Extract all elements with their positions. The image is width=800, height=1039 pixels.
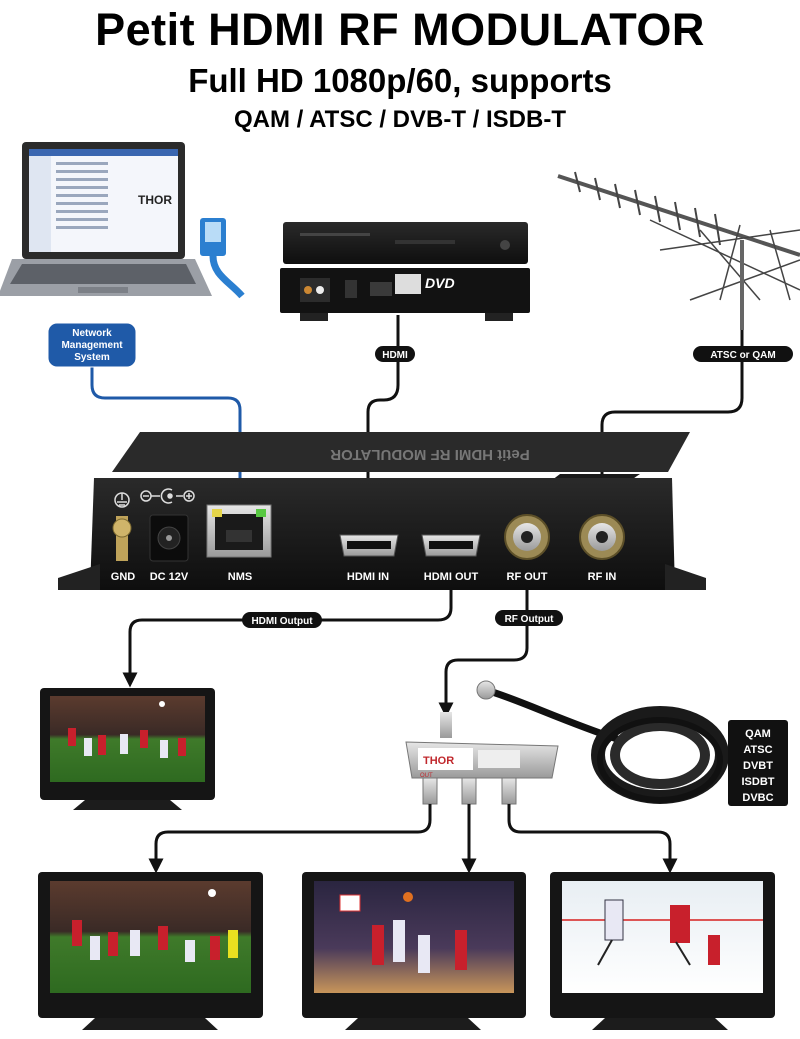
modulator-top-text: Petit HDMI RF MODULATOR [330, 446, 530, 463]
nms-callout-line-3: System [74, 352, 110, 363]
antenna [557, 171, 800, 330]
hdmi-in-port [339, 534, 399, 557]
port-label-hdmi-in: HDMI IN [347, 571, 389, 583]
modulation-dvbc: DVBC [742, 792, 773, 804]
splitter-brand: THOR [423, 755, 454, 767]
antenna-cable [594, 330, 744, 523]
modulation-isdbt: ISDBT [742, 776, 775, 788]
nms-callout-line-1: Network [72, 328, 112, 339]
laptop-brand-logo: THOR [138, 193, 172, 207]
gnd-terminal [112, 516, 132, 561]
svg-text:ATSC or QAM: ATSC or QAM [710, 350, 775, 361]
tv-rf-3 [550, 872, 775, 1030]
rf-modulator: Petit HDMI RF MODULATOR [58, 432, 706, 590]
svg-text:HDMI: HDMI [382, 350, 408, 361]
page-title: Petit HDMI RF MODULATOR [95, 4, 705, 55]
splitter-cable-right [507, 804, 678, 874]
antenna-cable-label: ATSC or QAM [693, 346, 793, 362]
splitter-out-label: OUT [420, 773, 433, 779]
laptop: THOR [0, 142, 212, 296]
rf-output-cable [438, 590, 529, 718]
tv-screen-hockey [562, 881, 763, 993]
nms-cable [90, 360, 248, 523]
port-label-nms: NMS [228, 571, 252, 583]
svg-text:RF Output: RF Output [505, 614, 555, 625]
dc-polarity-icon [140, 488, 195, 504]
modulation-list: QAM ATSC DVBT ISDBT DVBC [728, 720, 788, 806]
tv-hdmi-output [40, 688, 215, 810]
hdmi-output-cable [122, 590, 453, 688]
standards-line: QAM / ATSC / DVB-T / ISDB-T [234, 106, 566, 133]
port-label-rf-out: RF OUT [507, 571, 548, 583]
ground-icon [114, 492, 130, 508]
dvd-player: DVD [280, 222, 530, 321]
modulation-dvbt: DVBT [743, 760, 773, 772]
splitter-cable-left [148, 804, 432, 874]
port-label-gnd: GND [111, 571, 136, 583]
nms-port [206, 504, 272, 558]
rf-output-label: RF Output [495, 610, 563, 626]
tv-rf-1 [38, 872, 263, 1030]
dc-jack [149, 514, 189, 562]
hdmi-out-port [421, 534, 481, 557]
hdmi-output-label: HDMI Output [242, 612, 322, 628]
svg-text:HDMI Output: HDMI Output [251, 616, 313, 627]
modulation-atsc: ATSC [743, 744, 772, 756]
hdmi-cable-label: HDMI [375, 346, 415, 362]
port-label-rf-in: RF IN [588, 571, 617, 583]
rf-out-port [504, 514, 550, 560]
page-subtitle: Full HD 1080p/60, supports [188, 62, 612, 99]
laptop-screen [29, 149, 178, 252]
coax-spool [476, 680, 729, 804]
rf-splitter: THOR OUT [405, 712, 559, 805]
nms-callout: Network Management System [47, 322, 137, 368]
rf-in-port [579, 514, 625, 560]
modulation-qam: QAM [745, 728, 771, 740]
tv-rf-2 [302, 872, 526, 1030]
ethernet-plug-icon [200, 218, 245, 299]
hdmi-input-cable [360, 315, 400, 538]
port-label-hdmi-out: HDMI OUT [424, 571, 479, 583]
nms-callout-line-2: Management [61, 340, 123, 351]
dvd-logo: DVD [425, 275, 455, 291]
port-label-dc: DC 12V [150, 571, 189, 583]
